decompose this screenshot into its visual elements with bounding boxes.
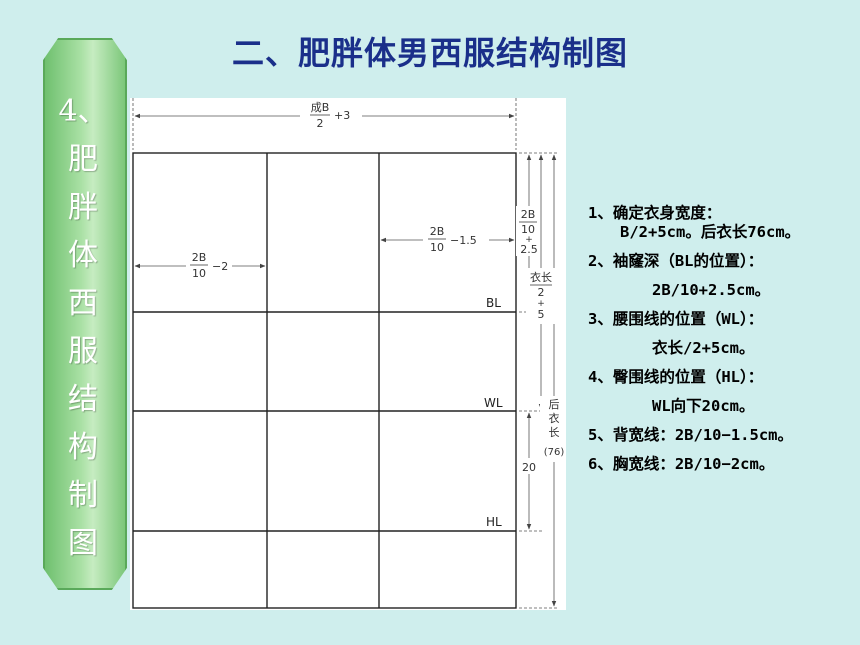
note-2-body: 2B/10+2.5cm。 bbox=[652, 281, 771, 299]
waist-plus: + bbox=[537, 299, 545, 309]
note-4-title: 4、臀围线的位置（HL）： bbox=[588, 368, 764, 386]
chest-dim-suffix: −2 bbox=[212, 260, 228, 273]
note-2-title: 2、袖窿深（BL的位置）： bbox=[588, 252, 764, 270]
note-3-body: 衣长/2+5cm。 bbox=[652, 339, 755, 357]
waist-den: 2 bbox=[538, 286, 545, 299]
length-l4: (76) bbox=[544, 447, 565, 458]
page-title: 二、肥胖体男西服结构制图 bbox=[231, 34, 628, 72]
hip-val: 20 bbox=[522, 461, 536, 474]
note-4-body: WL向下20cm。 bbox=[652, 397, 755, 415]
back-dim-den: 10 bbox=[430, 241, 444, 254]
armhole-plus: + bbox=[525, 235, 533, 245]
waist-val: 5 bbox=[538, 308, 545, 321]
top-dim-suffix: +3 bbox=[334, 109, 350, 122]
side-char: 西 bbox=[68, 286, 98, 321]
side-char: 制 bbox=[68, 478, 98, 513]
armhole-val: 2.5 bbox=[520, 243, 538, 256]
note-6: 6、胸宽线：2B/10−2cm。 bbox=[588, 455, 775, 473]
note-3-title: 3、腰围线的位置（WL）： bbox=[588, 310, 764, 328]
side-char: 图 bbox=[68, 526, 98, 561]
side-char: 服 bbox=[68, 334, 98, 369]
chest-dim-den: 10 bbox=[192, 267, 206, 280]
side-char: 体 bbox=[68, 238, 98, 273]
armhole-num: 2B bbox=[521, 208, 536, 221]
length-l3: 长 bbox=[549, 426, 560, 439]
back-dim-num: 2B bbox=[430, 225, 445, 238]
chest-dim-num: 2B bbox=[192, 251, 207, 264]
side-tab-text: 4、 肥 胖 体 西 服 结 构 制 图 bbox=[43, 88, 123, 568]
notes-list: 1、确定衣身宽度： B/2+5cm。后衣长76cm。 2、袖窿深（BL的位置）：… bbox=[588, 202, 856, 479]
length-l2: 衣 bbox=[549, 411, 560, 425]
side-tab bbox=[43, 38, 127, 590]
top-dim-num: 成B bbox=[311, 101, 330, 114]
note-1-title: 1、确定衣身宽度： bbox=[588, 204, 722, 222]
note-1-body: B/2+5cm。后衣长76cm。 bbox=[620, 223, 801, 241]
top-dim-den: 2 bbox=[317, 117, 324, 130]
length-l1: 后 bbox=[549, 398, 560, 411]
grid-frame bbox=[132, 152, 517, 609]
hl-label: HL bbox=[486, 515, 502, 529]
grid bbox=[132, 152, 517, 609]
wl-label: WL bbox=[484, 396, 503, 410]
side-char: 构 bbox=[68, 430, 98, 465]
back-dim-suffix: −1.5 bbox=[450, 234, 477, 247]
waist-num: 衣长 bbox=[530, 270, 552, 284]
side-char: 胖 bbox=[68, 190, 98, 225]
note-5: 5、背宽线：2B/10−1.5cm。 bbox=[588, 426, 793, 444]
armhole-den: 10 bbox=[521, 223, 535, 236]
bl-label: BL bbox=[486, 296, 501, 310]
side-char: 结 bbox=[68, 382, 98, 417]
side-char: 4、 bbox=[58, 94, 108, 129]
pattern-diagram: 成B 2 +3 2B 10 −2 2B 10 −1.5 BL WL HL bbox=[130, 98, 566, 610]
side-char: 肥 bbox=[68, 142, 98, 177]
